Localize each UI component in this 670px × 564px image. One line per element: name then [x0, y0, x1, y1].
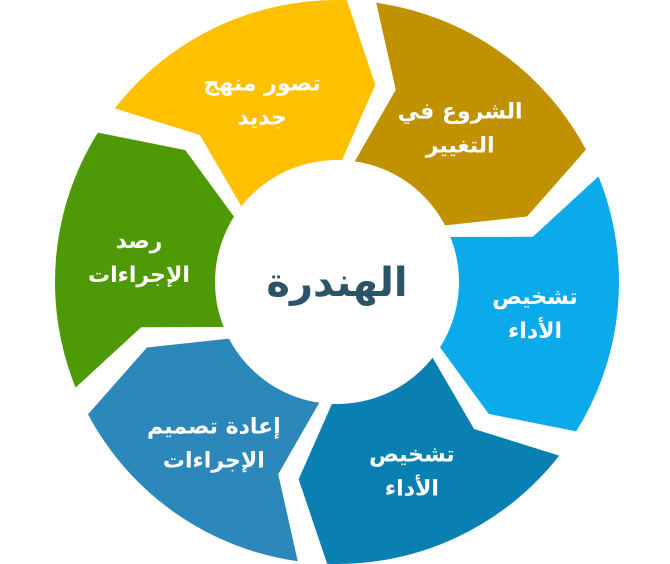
segment-2-line1: تشخيص	[492, 285, 578, 310]
segment-2-line2: الأداء	[508, 316, 562, 344]
cycle-segment-5	[54, 132, 236, 388]
cycle-segment-2	[438, 176, 619, 432]
segment-5-line1: رصد	[116, 229, 163, 254]
cycle-segment-6	[114, 0, 376, 209]
segment-3-line2: الأداء	[385, 473, 439, 501]
center-label: الهندرة	[266, 260, 407, 306]
segment-5-line2: الإجراءات	[88, 263, 190, 288]
segment-1-line2: التغيير	[425, 133, 495, 158]
segment-4-line1: إعادة تصميم	[147, 415, 281, 440]
cycle-segment-3	[298, 355, 560, 564]
segment-6-line2: جديد	[237, 106, 287, 131]
segment-1-line1: الشروع في	[398, 99, 523, 124]
segment-6-line1: تصور منهج	[204, 72, 321, 97]
segment-4-line2: الإجراءات	[163, 449, 265, 474]
center-circle	[215, 160, 459, 404]
cycle-segment-1	[353, 2, 586, 226]
cycle-segment-4	[88, 338, 321, 562]
segment-3-line1: تشخيص	[369, 442, 455, 467]
